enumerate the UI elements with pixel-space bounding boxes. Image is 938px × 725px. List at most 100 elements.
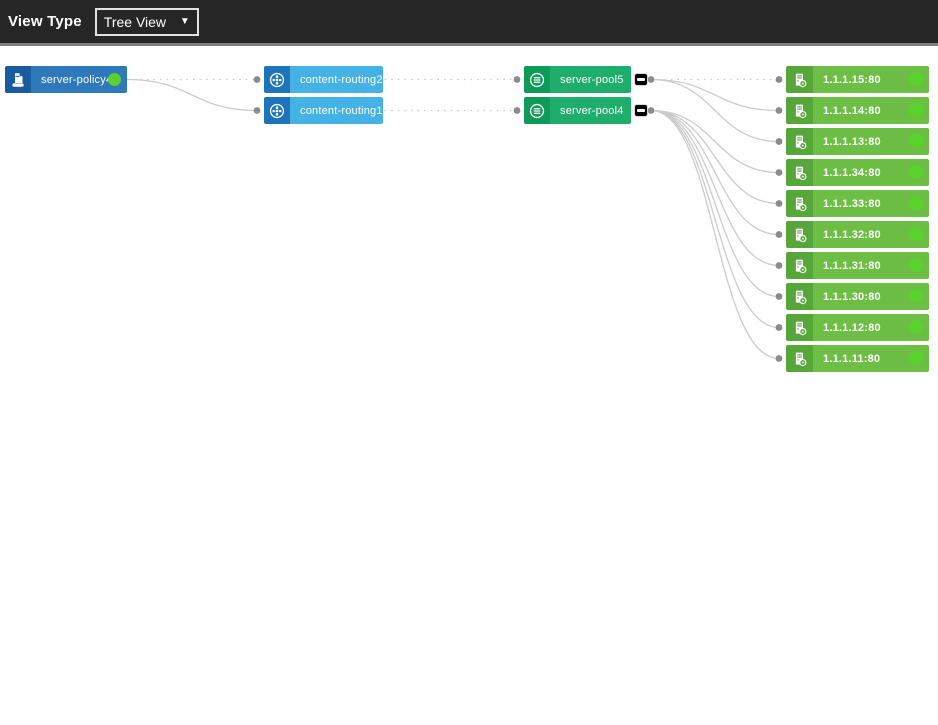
real-server-icon (795, 73, 806, 87)
connector-dot (775, 324, 783, 331)
node-server-pool5[interactable]: server-pool5 (524, 66, 648, 93)
status-dot (909, 134, 923, 148)
server-icon-box (786, 314, 813, 341)
server-pool-icon (529, 103, 545, 118)
collapse-badge[interactable] (634, 73, 648, 86)
node-1-1-1-12-80[interactable]: 1.1.1.12:80 (786, 314, 929, 341)
server-icon-box (786, 159, 813, 186)
connector-dot (775, 76, 783, 83)
node-1-1-1-14-80[interactable]: 1.1.1.14:80 (786, 97, 929, 124)
node-label: content-routing2 (300, 73, 383, 86)
content-routing-icon (269, 103, 285, 118)
real-server-icon (795, 290, 806, 304)
node-body: server-policy4 (31, 66, 127, 93)
minus-icon (637, 109, 645, 112)
status-dot (108, 72, 121, 86)
server-pool-icon (529, 72, 545, 87)
pool-icon-box (524, 97, 550, 124)
connector-dot (775, 200, 783, 207)
node-label: server-policy4 (41, 73, 113, 86)
link-line (650, 78, 780, 143)
status-dot (909, 103, 923, 117)
link-line (650, 109, 780, 267)
node-content-routing1[interactable]: content-routing1 (264, 97, 383, 124)
node-1-1-1-32-80[interactable]: 1.1.1.32:80 (786, 221, 929, 248)
connector-dot (513, 76, 521, 83)
node-1-1-1-15-80[interactable]: 1.1.1.15:80 (786, 66, 929, 93)
view-type-dropdown[interactable]: Tree View ▼ (94, 7, 199, 36)
server-icon-box (786, 283, 813, 310)
node-body: 1.1.1.15:80 (813, 66, 929, 93)
status-dot (909, 289, 923, 303)
node-body: 1.1.1.13:80 (813, 128, 929, 155)
status-dot (909, 258, 923, 272)
node-1-1-1-31-80[interactable]: 1.1.1.31:80 (786, 252, 929, 279)
node-body: 1.1.1.14:80 (813, 97, 929, 124)
node-label: 1.1.1.33:80 (823, 197, 881, 210)
node-label: server-pool4 (560, 104, 624, 117)
node-label: 1.1.1.15:80 (823, 73, 881, 86)
node-1-1-1-33-80[interactable]: 1.1.1.33:80 (786, 190, 929, 217)
node-body: content-routing1 (290, 97, 383, 124)
node-body: 1.1.1.32:80 (813, 221, 929, 248)
connector-dot (775, 355, 783, 362)
status-dot (909, 165, 923, 179)
server-icon-box (786, 221, 813, 248)
status-dot (909, 320, 923, 334)
node-body: content-routing2 (290, 66, 383, 93)
link-line (650, 78, 780, 112)
node-1-1-1-11-80[interactable]: 1.1.1.11:80 (786, 345, 929, 372)
header-bar: View Type Tree View ▼ (0, 0, 938, 46)
connector-dot (513, 107, 521, 114)
node-label: server-pool5 (560, 73, 624, 86)
routing-icon-box (264, 66, 290, 93)
node-body: server-pool4 (550, 97, 631, 124)
link-line (650, 109, 780, 360)
connector-dot (775, 231, 783, 238)
status-dot (909, 196, 923, 210)
node-label: 1.1.1.12:80 (823, 321, 881, 334)
node-1-1-1-13-80[interactable]: 1.1.1.13:80 (786, 128, 929, 155)
chevron-down-icon: ▼ (179, 16, 190, 27)
routing-icon-box (264, 97, 290, 124)
real-server-icon (795, 259, 806, 273)
node-label: content-routing1 (300, 104, 383, 117)
node-server-pool4[interactable]: server-pool4 (524, 97, 648, 124)
node-1-1-1-34-80[interactable]: 1.1.1.34:80 (786, 159, 929, 186)
real-server-icon (795, 197, 806, 211)
node-server-policy4[interactable]: server-policy4 (5, 66, 127, 93)
node-body: server-pool5 (550, 66, 631, 93)
connector-dot (647, 107, 655, 114)
link-line (650, 109, 780, 205)
policy-icon-box (5, 66, 31, 93)
server-icon-box (786, 66, 813, 93)
status-dot (909, 351, 923, 365)
connector-dot (775, 138, 783, 145)
node-content-routing2[interactable]: content-routing2 (264, 66, 383, 93)
collapse-badge[interactable] (634, 104, 648, 117)
node-label: 1.1.1.32:80 (823, 228, 881, 241)
node-body: 1.1.1.12:80 (813, 314, 929, 341)
connector-dot (775, 107, 783, 114)
status-dot (909, 72, 923, 86)
node-body: 1.1.1.11:80 (813, 345, 929, 372)
connector-dot (253, 107, 261, 114)
node-label: 1.1.1.13:80 (823, 135, 881, 148)
connector-dot (775, 262, 783, 269)
minus-icon (637, 78, 645, 81)
real-server-icon (795, 135, 806, 149)
real-server-icon (795, 352, 806, 366)
node-body: 1.1.1.30:80 (813, 283, 929, 310)
view-type-label: View Type (8, 13, 82, 30)
server-icon-box (786, 252, 813, 279)
connector-dot (775, 169, 783, 176)
connector-dot (647, 76, 655, 83)
connector-dot (775, 293, 783, 300)
link-line (650, 109, 780, 298)
node-label: 1.1.1.31:80 (823, 259, 881, 272)
node-1-1-1-30-80[interactable]: 1.1.1.30:80 (786, 283, 929, 310)
connection-lines (126, 76, 783, 362)
node-label: 1.1.1.14:80 (823, 104, 881, 117)
server-icon-box (786, 128, 813, 155)
node-body: 1.1.1.33:80 (813, 190, 929, 217)
